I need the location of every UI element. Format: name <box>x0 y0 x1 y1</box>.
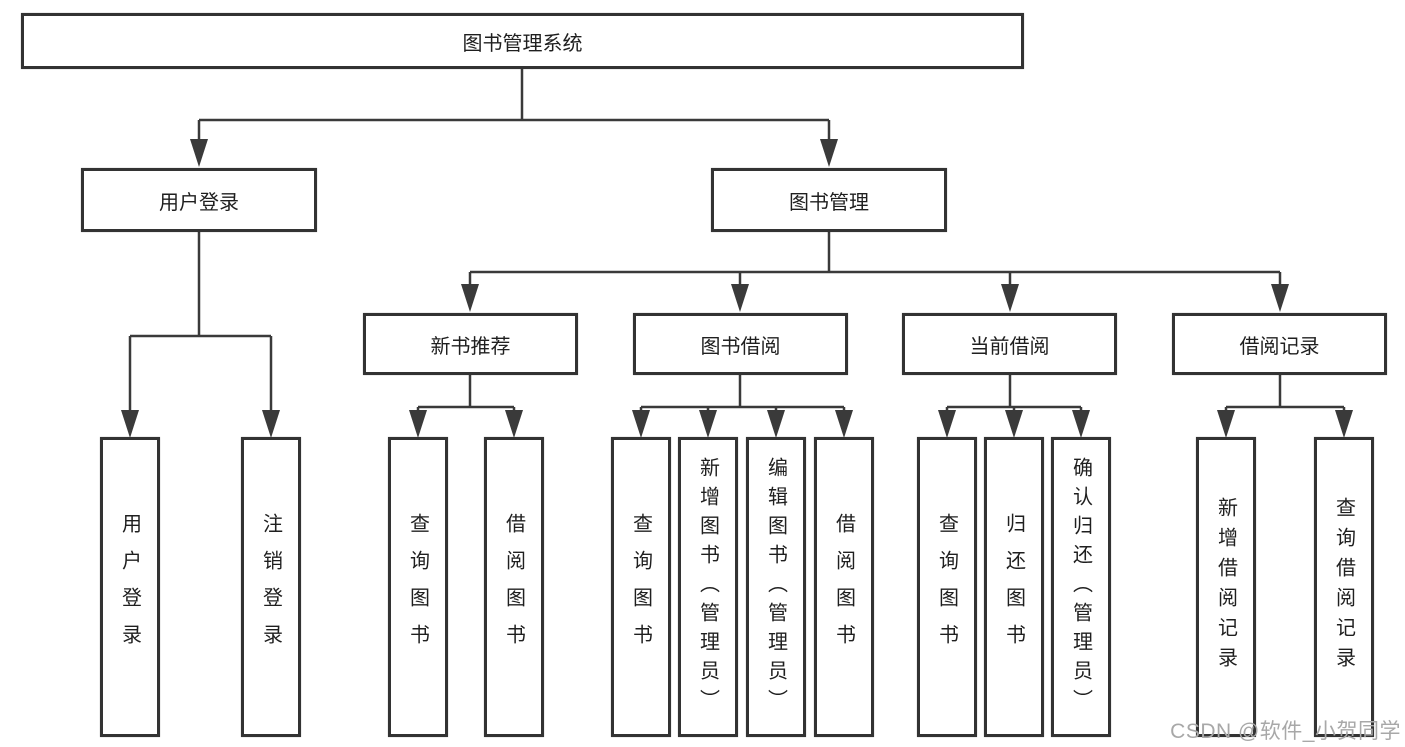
node-borrow-records: 借阅记录 <box>1172 313 1387 375</box>
leaf-cb-confirm-return: 确认归还（管理员） <box>1051 437 1111 737</box>
arrowheads-level2 <box>190 139 838 167</box>
leaf-rec-borrow-book: 借阅图书 <box>484 437 544 737</box>
node-current-borrow: 当前借阅 <box>902 313 1117 375</box>
csdn-watermark: CSDN @软件_小贺同学 <box>1170 720 1401 743</box>
leaf-cb-return-book: 归还图书 <box>984 437 1044 737</box>
arrowheads-current-borrow-children <box>938 410 1090 438</box>
connector-borrow-records-children <box>1224 375 1346 422</box>
arrowheads-borrow-records-children <box>1217 410 1353 438</box>
arrowheads-book-borrow-children <box>632 410 853 438</box>
leaf-br-add-record: 新增借阅记录 <box>1196 437 1256 737</box>
node-new-book-rec: 新书推荐 <box>363 313 578 375</box>
node-book-borrow: 图书借阅 <box>633 313 848 375</box>
leaf-bb-borrow-book: 借阅图书 <box>814 437 874 737</box>
node-book-mgmt: 图书管理 <box>711 168 947 232</box>
leaf-cb-query-book: 查询图书 <box>917 437 977 737</box>
leaf-br-query-record: 查询借阅记录 <box>1314 437 1374 737</box>
arrowheads-level3 <box>461 284 1289 312</box>
arrowheads-user-login-children <box>121 410 280 438</box>
node-root-system: 图书管理系统 <box>21 13 1024 69</box>
leaf-bb-add-book: 新增图书（管理员） <box>678 437 738 737</box>
leaf-bb-query-book: 查询图书 <box>611 437 671 737</box>
connector-user-login-children <box>128 232 273 422</box>
leaf-rec-query-book: 查询图书 <box>388 437 448 737</box>
node-user-login: 用户登录 <box>81 168 317 232</box>
leaf-bb-edit-book: 编辑图书（管理员） <box>746 437 806 737</box>
connector-book-mgmt-to-level3 <box>468 232 1282 296</box>
connector-book-borrow-children <box>639 375 846 422</box>
leaf-logout: 注销登录 <box>241 437 301 737</box>
connector-new-book-rec-children <box>416 375 516 422</box>
connector-root-to-level2 <box>197 69 831 152</box>
leaf-user-login: 用户登录 <box>100 437 160 737</box>
arrowheads-new-book-rec-children <box>409 410 523 438</box>
